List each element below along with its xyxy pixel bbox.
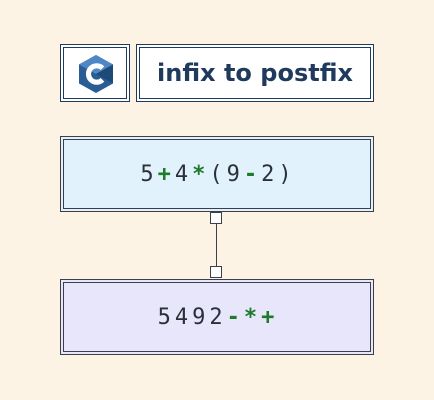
infix-token-operand: 5 <box>140 161 156 187</box>
logo-hexagon-right <box>96 64 113 84</box>
infix-token-operator: * <box>192 161 208 187</box>
c-logo-box <box>60 44 130 102</box>
infix-token-operand: 4 <box>174 161 191 187</box>
postfix-token-operator: * <box>243 304 260 330</box>
c-language-icon <box>79 55 113 93</box>
postfix-token-operator: + <box>261 304 277 330</box>
connector-port-top <box>210 212 222 224</box>
infix-token-operator: - <box>243 161 260 187</box>
postfix-token-operand: 2 <box>209 304 225 330</box>
infix-token-paren: ( <box>209 161 225 187</box>
infix-token-row: 5+4*(9-2) <box>139 162 294 187</box>
postfix-token-operand: 4 <box>174 304 191 330</box>
title-box: infix to postfix <box>136 44 374 102</box>
connector-port-bottom <box>210 266 222 278</box>
infix-token-operand: 9 <box>226 161 242 187</box>
infix-token-operand: 2 <box>261 161 277 187</box>
infix-token-paren: ) <box>278 161 294 187</box>
page-title: infix to postfix <box>157 59 353 87</box>
logo-c-letter <box>85 63 105 85</box>
postfix-token-operator: - <box>226 304 242 330</box>
infix-token-operator: + <box>157 161 173 187</box>
infix-expression-box: 5+4*(9-2) <box>60 136 374 212</box>
postfix-token-operand: 9 <box>192 304 208 330</box>
connector-line <box>216 224 217 268</box>
postfix-token-operand: 5 <box>157 304 173 330</box>
